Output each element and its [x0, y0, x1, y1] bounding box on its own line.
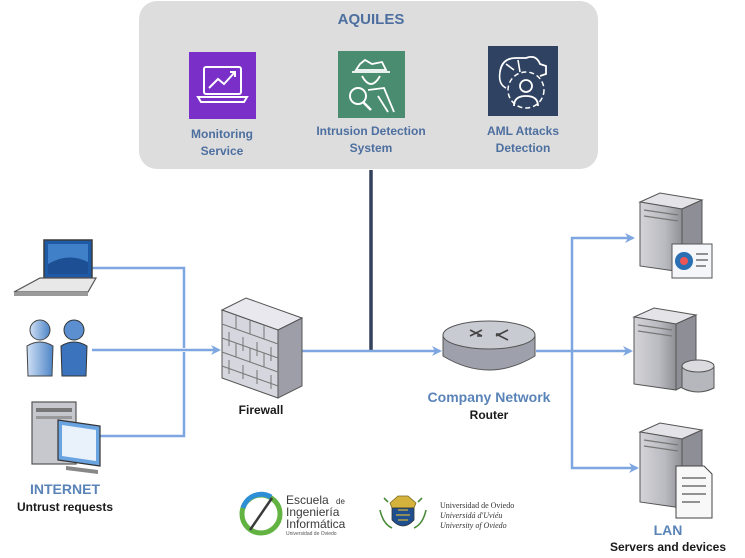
ids-label-2: System: [350, 141, 393, 155]
server-database-icon: [632, 307, 715, 393]
aml-label: AML Attacks: [487, 124, 559, 138]
lan-link-bottom: [570, 351, 639, 473]
ids-label: Intrusion Detection: [316, 124, 425, 138]
monitoring-chart-icon: [189, 52, 256, 119]
school-logo: Escuela de Ingeniería Informática Univer…: [239, 491, 346, 537]
brain-gear-user-icon: [488, 46, 558, 116]
lan-subtitle: Servers and devices: [610, 540, 726, 554]
firewall-brick-icon: [220, 297, 304, 399]
router-icon: [442, 320, 536, 371]
spy-detective-icon: [338, 51, 405, 118]
internet-subtitle: Untrust requests: [17, 500, 113, 514]
school-logo-line1: Escuela: [286, 493, 329, 507]
internet-title: INTERNET: [30, 481, 100, 497]
school-logo-line4: Universidad de Oviedo: [286, 531, 337, 537]
lan-link-top: [570, 233, 635, 351]
workstation-icon: [31, 401, 101, 474]
laptop-icon: [13, 239, 98, 296]
aquiles-title: AQUILES: [338, 11, 405, 28]
server-app-icon: [638, 192, 713, 279]
monitoring-label: Monitoring: [191, 127, 253, 141]
laptop-link: [92, 266, 186, 348]
workstation-link: [100, 352, 186, 438]
monitoring-label-2: Service: [201, 144, 244, 158]
lan-title: LAN: [654, 522, 683, 538]
aml-label-2: Detection: [496, 141, 551, 155]
server-document-icon: [638, 422, 713, 519]
firewall-label: Firewall: [239, 403, 284, 417]
router-title: Company Network: [428, 389, 551, 405]
school-logo-line3: Informática: [286, 517, 346, 531]
university-logo-line2: Universidá d'Uviéu: [440, 511, 502, 520]
university-logo-line1: Universidad de Oviedo: [440, 501, 514, 510]
school-logo-de: de: [336, 497, 345, 506]
university-logo: Universidad de Oviedo Universidá d'Uviéu…: [379, 495, 514, 530]
school-logo-line2: Ingeniería: [286, 505, 340, 519]
university-logo-line3: University of Oviedo: [440, 521, 507, 530]
users-icon: [26, 319, 88, 377]
router-subtitle: Router: [470, 408, 509, 422]
